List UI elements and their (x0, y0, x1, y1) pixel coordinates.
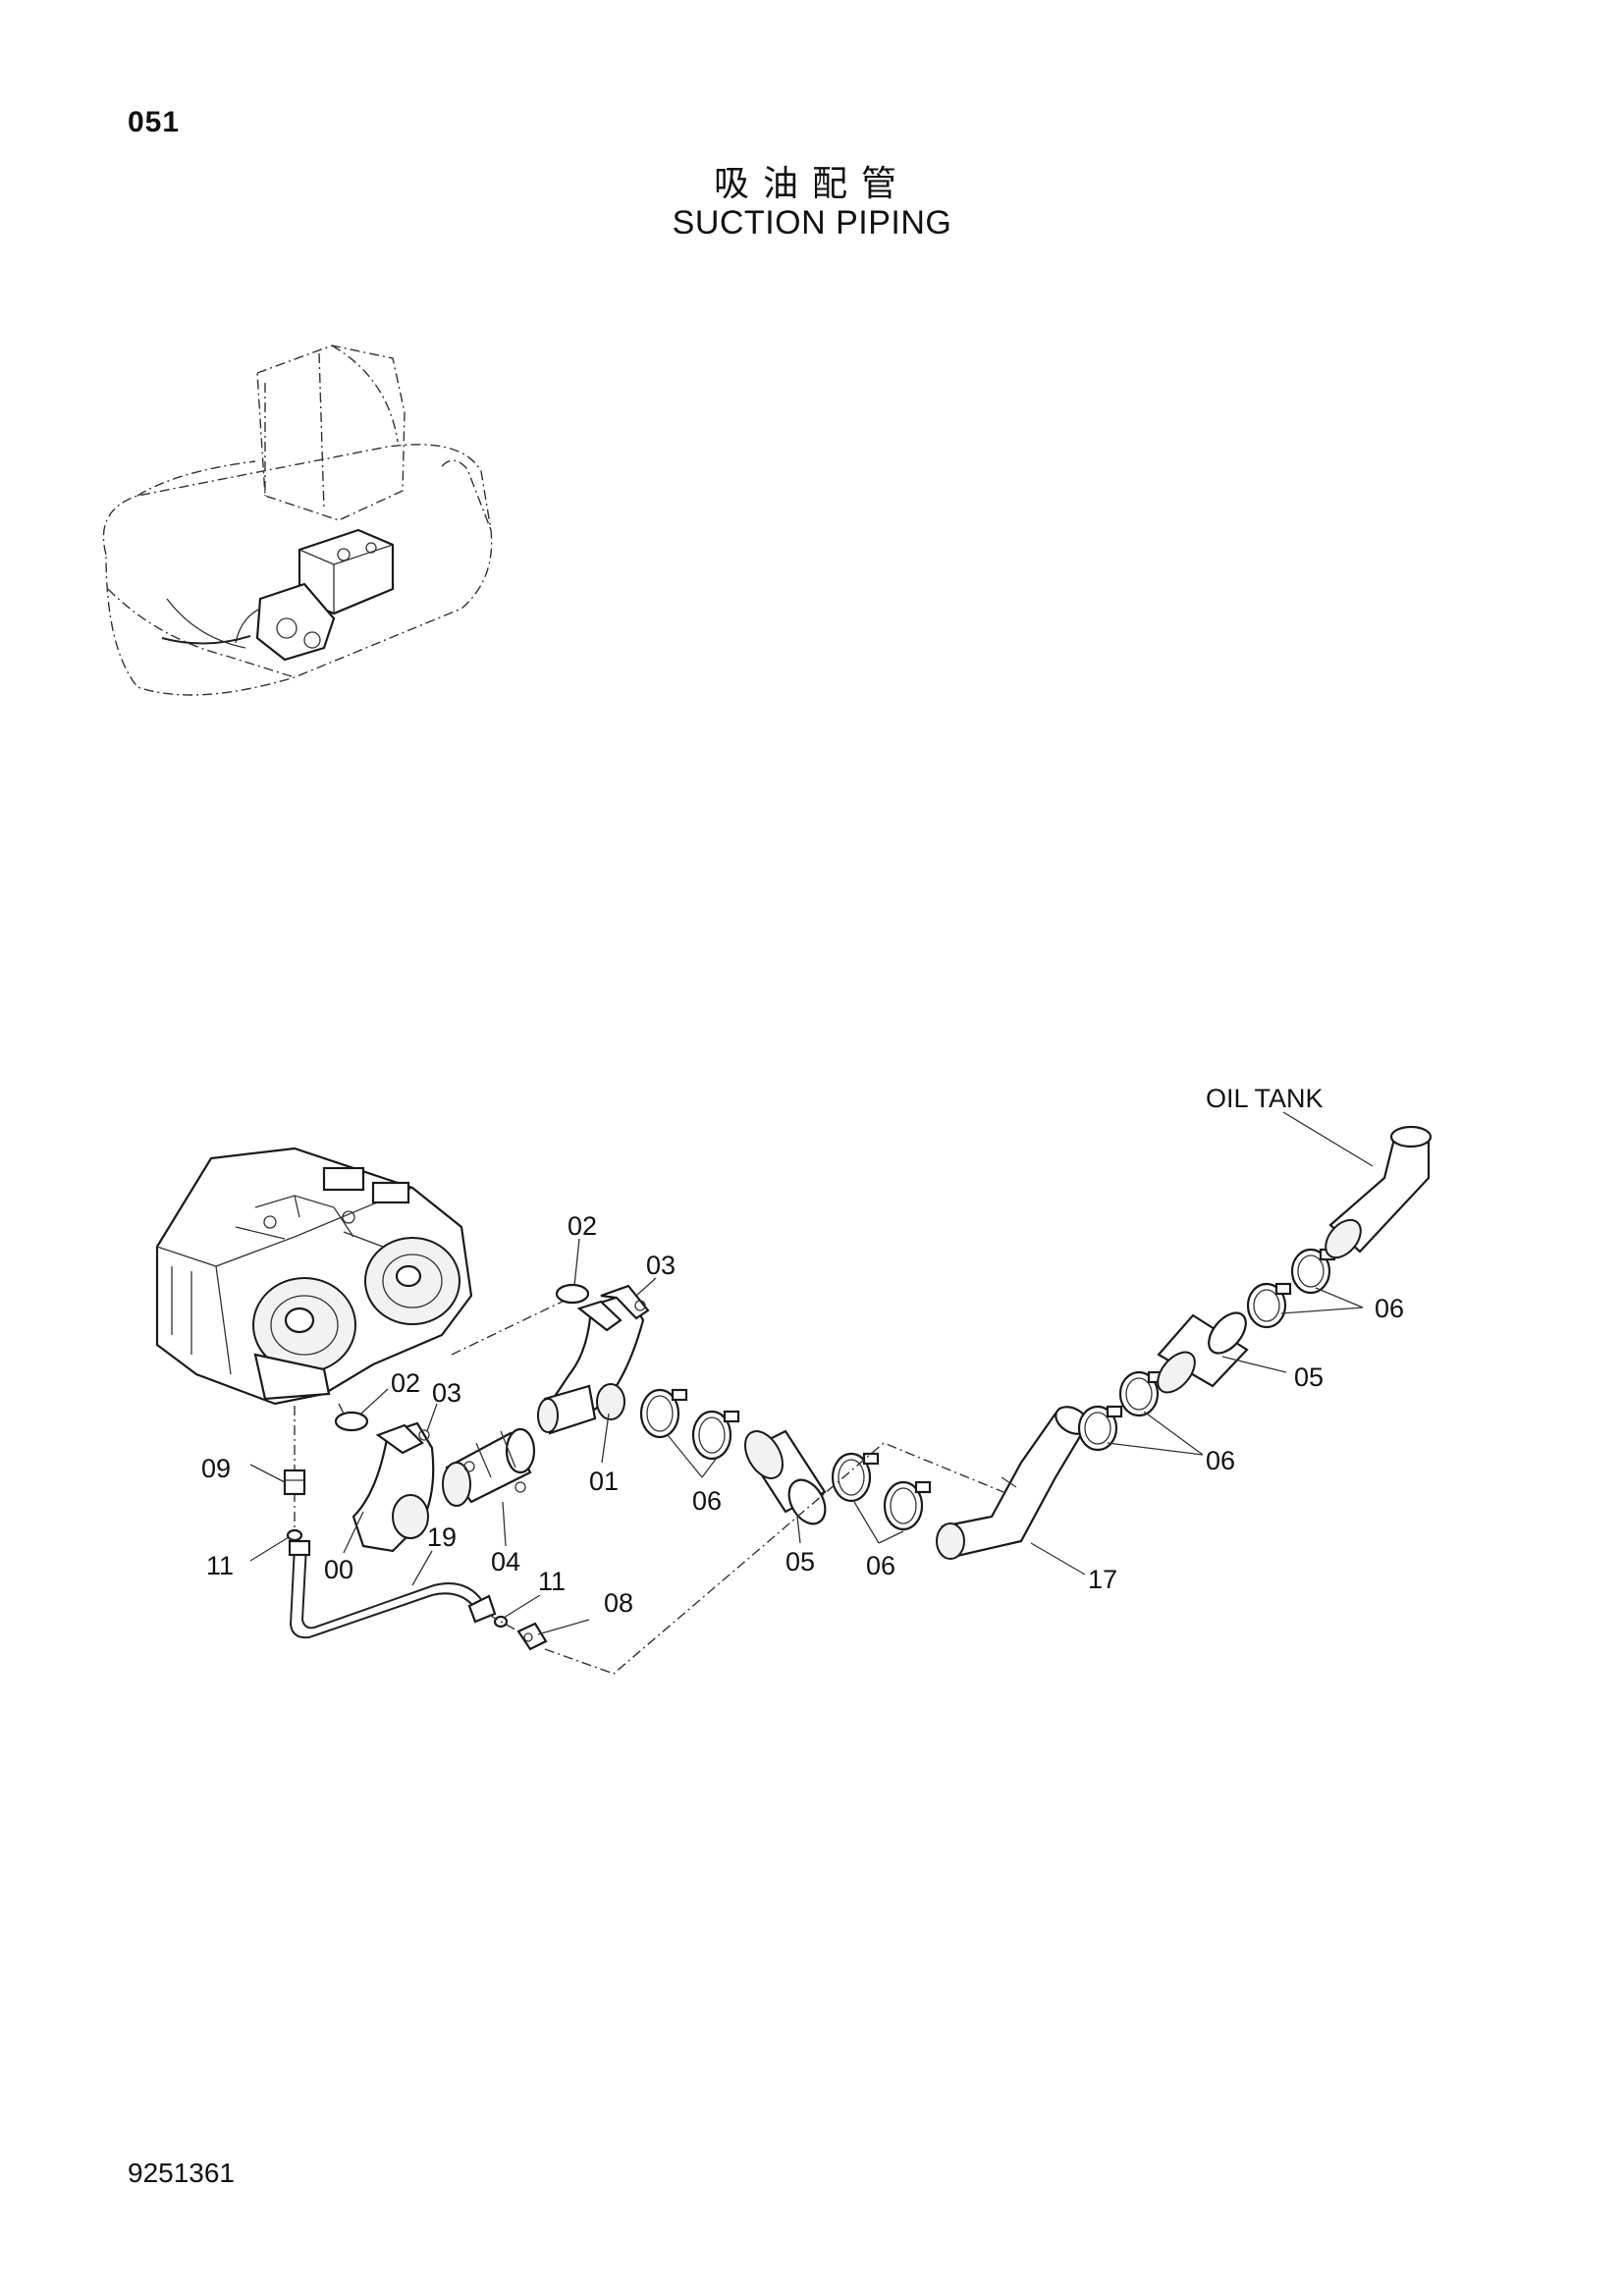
document-id: 9251361 (128, 2158, 236, 2188)
elbow-pipe-01 (537, 1292, 645, 1435)
elbow-pipe-00 (352, 1421, 435, 1553)
label-03-mid: 03 (432, 1378, 461, 1408)
hose-clamp-06-right-top (1246, 1248, 1336, 1329)
oil-tank-outlet-pipe (1325, 1125, 1433, 1259)
fitting-08 (516, 1622, 548, 1651)
callout-labels: OIL TANK 02 03 06 05 02 03 06 09 01 06 0… (201, 1084, 1404, 1618)
label-01: 01 (589, 1467, 619, 1496)
label-17: 17 (1088, 1565, 1117, 1594)
label-06-mid: 06 (692, 1486, 722, 1516)
flange-03-top (600, 1284, 650, 1320)
label-04: 04 (491, 1547, 520, 1576)
label-08: 08 (604, 1588, 633, 1618)
label-06-right-top: 06 (1375, 1294, 1404, 1323)
drain-hose-19 (288, 1539, 497, 1639)
label-11-left: 11 (206, 1551, 234, 1580)
label-09: 09 (201, 1454, 231, 1483)
coupling-04 (442, 1427, 536, 1507)
leader-pump-to-oring-mid (338, 1403, 350, 1424)
suction-hose-05-right (1157, 1311, 1249, 1394)
oring-11-mid (493, 1615, 509, 1629)
hydraulic-pump-illustration (155, 1147, 473, 1406)
page-title: SUCTION PIPING (672, 204, 952, 241)
hose-clamp-06-low (831, 1452, 932, 1531)
label-03-top: 03 (646, 1251, 676, 1280)
leader-pump-to-oring (451, 1295, 575, 1356)
label-05-right: 05 (1294, 1362, 1324, 1392)
label-00: 00 (324, 1555, 353, 1584)
oring-11-left (286, 1528, 303, 1542)
hose-clamp-06-mid (639, 1388, 740, 1461)
label-02-top: 02 (568, 1211, 597, 1241)
page-number: 051 (128, 106, 181, 138)
label-06-low: 06 (866, 1551, 895, 1580)
oring-02-mid (334, 1411, 369, 1432)
suction-hose-05-mid (744, 1429, 827, 1525)
label-05-mid: 05 (785, 1547, 815, 1576)
callout-leaders (249, 1111, 1374, 1635)
label-oil-tank: OIL TANK (1206, 1084, 1324, 1113)
label-02-mid: 02 (391, 1368, 420, 1398)
label-19: 19 (427, 1522, 457, 1552)
leader-08-to-piping (544, 1442, 1004, 1675)
machine-overview-illustration (102, 345, 493, 696)
suction-pipe-17 (936, 1406, 1090, 1560)
hose-clamp-06-right-mid (1077, 1370, 1164, 1452)
oring-02-top (555, 1283, 590, 1305)
leader-08-front (488, 1614, 519, 1632)
fitting-09 (283, 1468, 306, 1496)
page-title-chinese: 吸油配管 (713, 164, 910, 204)
label-11-mid: 11 (538, 1567, 566, 1596)
label-06-right-mid: 06 (1206, 1446, 1235, 1475)
